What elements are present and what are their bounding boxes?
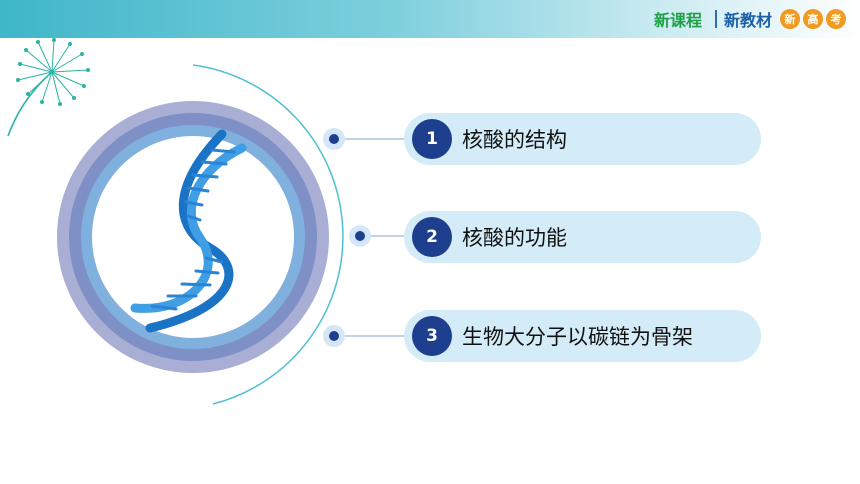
badge-kao: 考 — [826, 9, 846, 29]
item-number-badge: 1 — [412, 119, 452, 159]
item-number-badge: 2 — [412, 217, 452, 257]
item-label: 核酸的结构 — [462, 128, 567, 152]
item-label: 核酸的功能 — [462, 226, 567, 250]
decorative-graphics — [7, 38, 410, 405]
menu-item-1[interactable]: 1 核酸的结构 — [404, 113, 761, 165]
dandelion-icon — [7, 38, 90, 137]
brand-textbook-text: 新教材 — [723, 11, 772, 30]
brand-divider — [714, 10, 717, 28]
badge-gao: 高 — [803, 9, 823, 29]
connectors — [323, 128, 410, 347]
item-number-badge: 3 — [412, 316, 452, 356]
brand-course-text: 新课程 — [653, 11, 702, 30]
guide-arc — [192, 64, 344, 405]
menu-item-2[interactable]: 2 核酸的功能 — [404, 211, 761, 263]
badge-xin: 新 — [780, 9, 800, 29]
brand-logo: 新课程 新教材 新 高 考 — [654, 0, 846, 38]
item-label: 生物大分子以碳链为骨架 — [462, 325, 693, 349]
header-bar: 新课程 新教材 新 高 考 — [0, 0, 860, 38]
menu-item-3[interactable]: 3 生物大分子以碳链为骨架 — [404, 310, 761, 362]
dna-helix-icon — [130, 129, 247, 333]
